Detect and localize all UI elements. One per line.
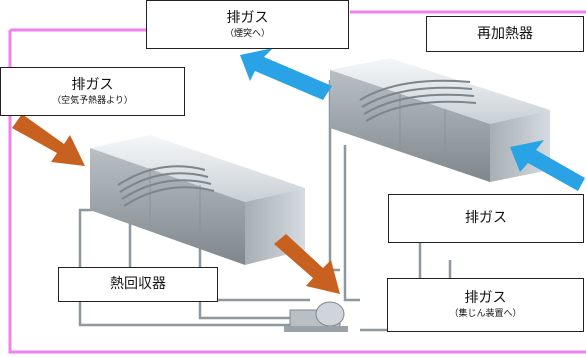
- arrow-to-stack-icon: [240, 48, 332, 100]
- label-subtitle: （集じん装置へ）: [449, 309, 522, 319]
- arrow-from-preheater-icon: [12, 114, 85, 166]
- label-subtitle: （空気予熱器より）: [52, 95, 133, 106]
- boundary-frame: [8, 10, 586, 354]
- label-subtitle: （煙突へ）: [224, 28, 270, 39]
- arrow-to-dust-collector-icon: [274, 234, 340, 294]
- label-title: 排ガス: [226, 9, 269, 26]
- label-title: 排ガス: [71, 76, 114, 93]
- label-title: 排ガス: [464, 290, 507, 307]
- label-title: 熱回収器: [110, 276, 166, 293]
- label-heat-recovery: 熱回収器: [58, 267, 218, 302]
- label-exhaust-to-dust-collector: 排ガス （集じん装置へ）: [387, 278, 584, 332]
- label-title: 再加熱器: [477, 25, 533, 42]
- label-exhaust-in: 排ガス: [388, 194, 584, 243]
- label-exhaust-from-preheater: 排ガス （空気予熱器より）: [0, 67, 185, 116]
- arrow-exhaust-in-icon: [510, 140, 585, 191]
- label-title: 排ガス: [465, 210, 507, 227]
- heat-recovery-unit: [90, 135, 305, 265]
- label-reheater: 再加熱器: [426, 16, 584, 52]
- circulation-pump-icon: [284, 301, 348, 332]
- label-exhaust-to-stack: 排ガス （煙突へ）: [146, 0, 349, 49]
